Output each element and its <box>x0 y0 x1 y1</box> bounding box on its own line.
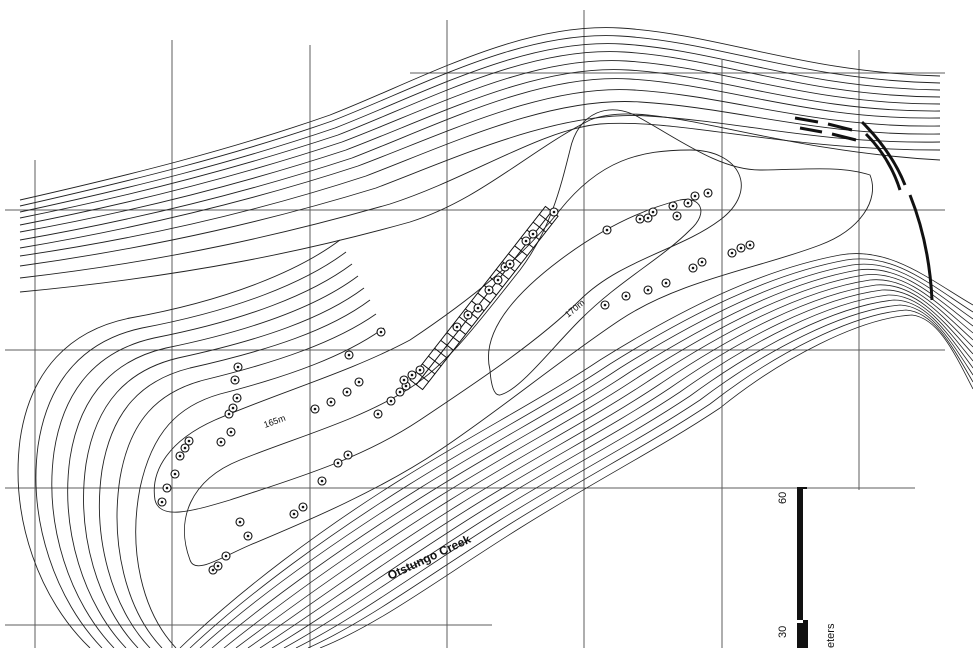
test-pit-dot <box>183 446 187 450</box>
test-pit-dot <box>410 373 414 377</box>
test-pit-dot <box>227 412 231 416</box>
test-pit-dot <box>404 384 408 388</box>
test-pit-dot <box>487 288 491 292</box>
test-pit-dot <box>638 217 642 221</box>
test-pit-dot <box>246 534 250 538</box>
test-pit-dot <box>686 201 690 205</box>
test-pit-dot <box>379 330 383 334</box>
test-pit-dot <box>292 512 296 516</box>
test-pit-dot <box>693 194 697 198</box>
test-pit-dot <box>455 325 459 329</box>
scale-label-30: 30 <box>777 626 789 638</box>
west-slope-contours <box>17 239 385 648</box>
test-pit-dot <box>524 239 528 243</box>
contour-label-170m: 170m <box>563 297 587 319</box>
test-pit-dot <box>347 353 351 357</box>
palisade-line <box>794 116 934 301</box>
north-slope-contours <box>19 27 941 293</box>
test-pit-dot <box>345 390 349 394</box>
test-pit-dot <box>238 520 242 524</box>
test-pit-dot <box>235 396 239 400</box>
test-pit-dot <box>165 486 169 490</box>
test-pit-dot <box>173 472 177 476</box>
test-pit-dot <box>320 479 324 483</box>
test-pit-dot <box>508 262 512 266</box>
creek-bank-contours <box>179 253 973 648</box>
test-pit-dot <box>603 303 607 307</box>
survey-grid <box>5 10 945 648</box>
test-pit-dot <box>675 214 679 218</box>
test-pit-dot <box>418 368 422 372</box>
contour-label-165m: 165m <box>262 413 287 430</box>
test-pit-dot <box>187 439 191 443</box>
test-pit-dot <box>496 278 500 282</box>
test-pit-dot <box>646 288 650 292</box>
creek-label: Otstungo Creek <box>385 532 473 583</box>
test-pit-dot <box>336 461 340 465</box>
test-pit-dot <box>398 390 402 394</box>
test-pit-dot <box>329 400 333 404</box>
test-pit-dot <box>178 454 182 458</box>
test-pit-dot <box>219 440 223 444</box>
test-pit-dot <box>376 412 380 416</box>
test-pits <box>157 188 755 575</box>
test-pit-dot <box>313 407 317 411</box>
test-pit-dot <box>730 251 734 255</box>
test-pit-dot <box>466 313 470 317</box>
test-pit-dot <box>748 243 752 247</box>
scale-bar: 60 30 eters <box>777 487 837 648</box>
test-pit-dot <box>651 210 655 214</box>
test-pit-dot <box>233 378 237 382</box>
test-pit-dot <box>160 500 164 504</box>
test-pit-dot <box>552 210 556 214</box>
test-pit-dot <box>503 265 507 269</box>
test-pit-dot <box>346 453 350 457</box>
test-pit-dot <box>706 191 710 195</box>
test-pit-dot <box>700 260 704 264</box>
test-pit-dot <box>624 294 628 298</box>
test-pit-dot <box>224 554 228 558</box>
test-pit-dot <box>605 228 609 232</box>
test-pit-dot <box>476 306 480 310</box>
test-pit-dot <box>671 204 675 208</box>
scale-label-60: 60 <box>777 492 789 504</box>
test-pit-dot <box>646 216 650 220</box>
test-pit-dot <box>216 564 220 568</box>
test-pit-dot <box>389 399 393 403</box>
test-pit-dot <box>402 378 406 382</box>
ridge-contours <box>153 109 873 567</box>
test-pit-dot <box>229 430 233 434</box>
test-pit-dot <box>664 281 668 285</box>
test-pit-dot <box>691 266 695 270</box>
test-pit-dot <box>231 406 235 410</box>
scale-units-label: eters <box>825 623 837 648</box>
test-pit-dot <box>531 232 535 236</box>
test-pit-dot <box>211 568 215 572</box>
test-pit-dot <box>236 365 240 369</box>
test-pit-dot <box>739 246 743 250</box>
test-pit-dot <box>301 505 305 509</box>
test-pit-dot <box>357 380 361 384</box>
